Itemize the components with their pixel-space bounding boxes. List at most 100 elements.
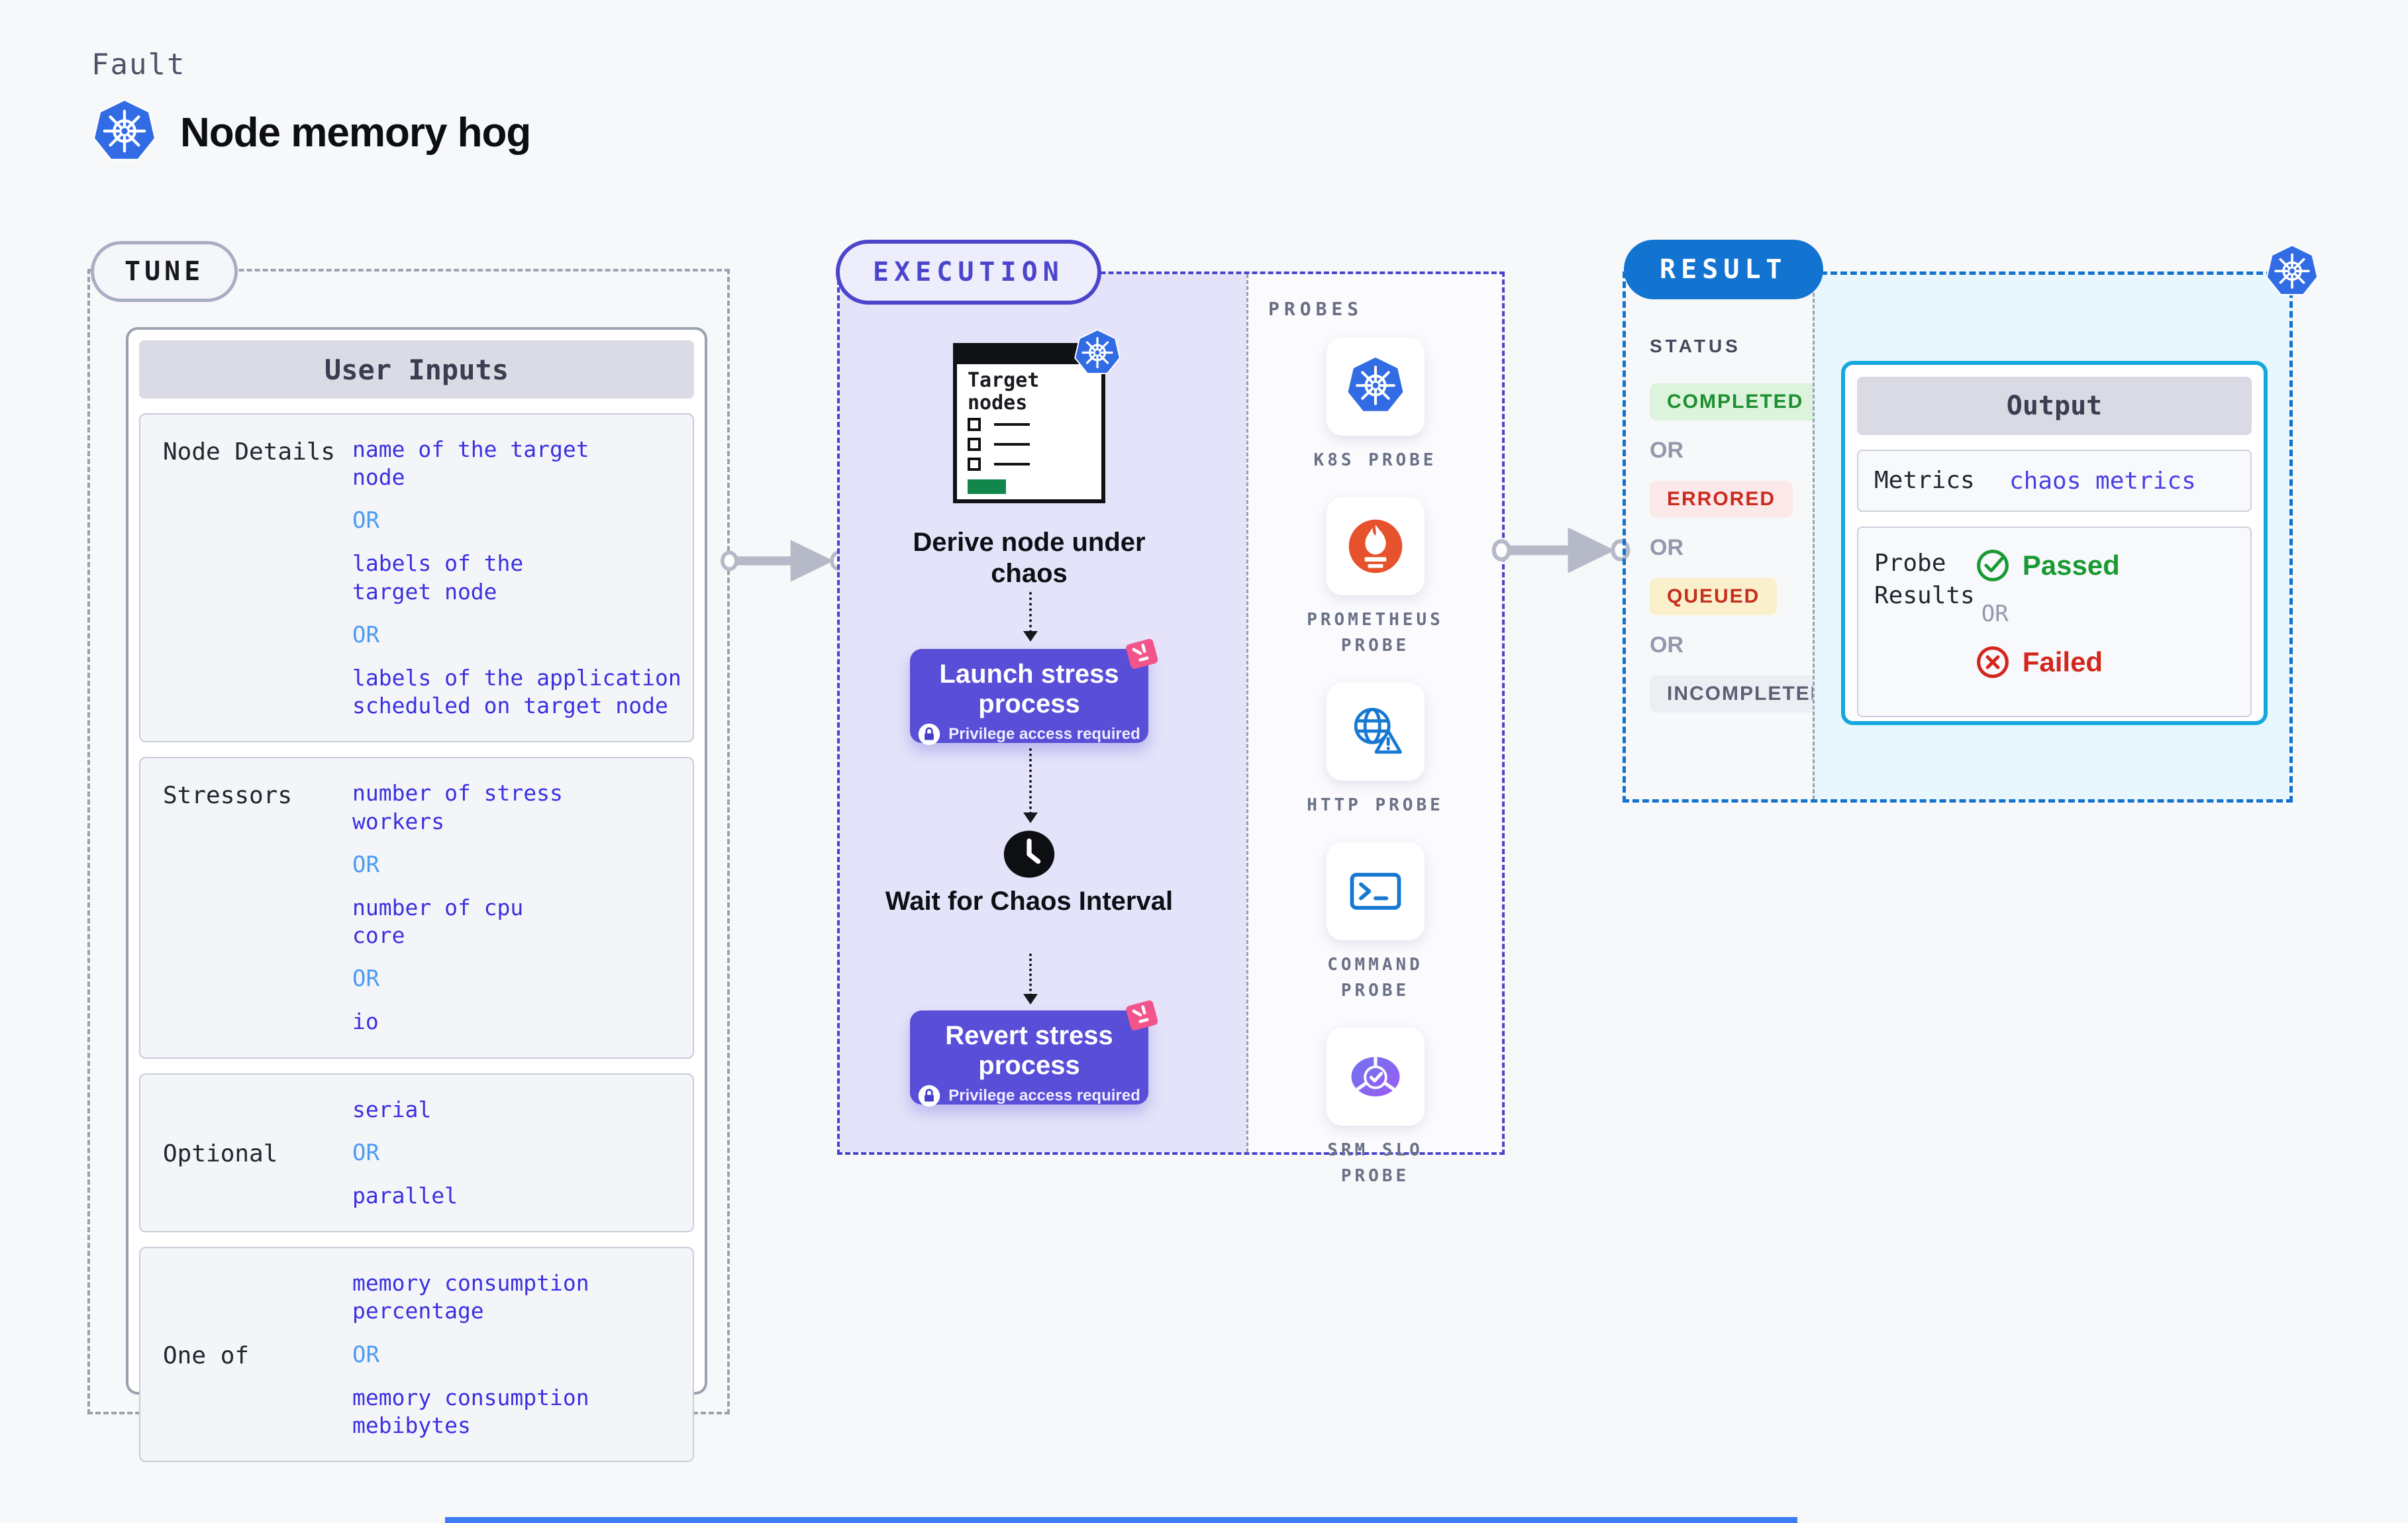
probe-label: COMMAND PROBE bbox=[1327, 955, 1423, 1001]
table-row: Stressors number of stress workers OR nu… bbox=[139, 757, 694, 1059]
table-row: One of memory consumption percentage OR … bbox=[139, 1247, 694, 1462]
status-badge-incompleted: INCOMPLETED bbox=[1650, 675, 1844, 712]
node-list-item bbox=[968, 434, 1101, 454]
checkbox-icon bbox=[968, 458, 981, 471]
launch-stress-step: Launch stress process Privilege access r… bbox=[910, 649, 1148, 743]
privilege-note: Privilege access required bbox=[948, 1086, 1140, 1105]
table-row: Optional serial OR parallel bbox=[139, 1073, 694, 1233]
execution-flow: Target nodes Derive node under chaos Lau… bbox=[840, 274, 1246, 1152]
or-separator: OR bbox=[352, 965, 379, 993]
checkbox-icon bbox=[968, 438, 981, 451]
target-nodes-window: Target nodes bbox=[953, 343, 1105, 503]
tune-panel: User Inputs Node Details name of the tar… bbox=[87, 269, 730, 1462]
probe-card bbox=[1326, 1028, 1425, 1126]
row-values: number of stress workers OR number of cp… bbox=[352, 779, 693, 1036]
command-terminal-icon bbox=[1344, 860, 1407, 923]
row-label: Node Details bbox=[163, 438, 336, 466]
derive-step-label: Derive node under chaos bbox=[913, 528, 1146, 589]
or-separator: OR bbox=[1650, 535, 1683, 560]
x-circle-icon bbox=[1975, 644, 2011, 680]
failed-result: Failed bbox=[1975, 644, 2120, 680]
step-title: Revert stress process bbox=[945, 1021, 1113, 1080]
probe-card bbox=[1326, 842, 1425, 940]
pink-ribbon-icon bbox=[1119, 997, 1159, 1037]
row-value: io bbox=[352, 1008, 379, 1035]
list-line bbox=[994, 463, 1030, 466]
row-value: memory consumption percentage bbox=[352, 1270, 589, 1324]
status-badge-queued: QUEUED bbox=[1650, 578, 1778, 615]
wait-step-label: Wait for Chaos Interval bbox=[885, 887, 1174, 916]
node-list-item bbox=[968, 415, 1101, 434]
tune-badge: TUNE bbox=[91, 241, 238, 302]
http-globe-icon bbox=[1344, 700, 1407, 763]
metrics-value: chaos metrics bbox=[2009, 467, 2196, 495]
row-value: labels of the application scheduled on t… bbox=[352, 664, 681, 719]
row-label: Optional bbox=[163, 1140, 278, 1168]
probe-results-row: Probe Results Passed OR Failed bbox=[1857, 526, 2252, 717]
status-badge-completed: COMPLETED bbox=[1650, 383, 1821, 420]
probes-title: PROBES bbox=[1268, 298, 1364, 320]
user-inputs-header: User Inputs bbox=[139, 340, 694, 399]
probe-card bbox=[1326, 497, 1425, 595]
result-badge: RESULT bbox=[1624, 240, 1823, 299]
list-line bbox=[994, 423, 1030, 426]
row-value: number of stress workers bbox=[352, 780, 563, 834]
pink-ribbon-icon bbox=[1119, 636, 1159, 675]
metrics-label: Metrics bbox=[1874, 466, 1975, 494]
row-value: name of the target node bbox=[352, 436, 589, 491]
lock-icon bbox=[918, 723, 940, 746]
flow-arrow-icon bbox=[721, 530, 848, 592]
srm-slo-icon bbox=[1344, 1045, 1407, 1108]
row-label: Stressors bbox=[163, 782, 293, 810]
or-separator: OR bbox=[1981, 601, 2009, 627]
privilege-note: Privilege access required bbox=[948, 724, 1140, 743]
fault-title-row: Node memory hog bbox=[90, 98, 531, 167]
row-value: parallel bbox=[352, 1182, 458, 1208]
kubernetes-icon bbox=[2264, 244, 2321, 301]
result-panel: STATUS COMPLETED OR ERRORED OR QUEUED OR… bbox=[1623, 271, 2293, 803]
row-value: number of cpu core bbox=[352, 894, 524, 949]
probe-label: PROMETHEUS PROBE bbox=[1307, 610, 1444, 656]
table-row: Node Details name of the target node OR … bbox=[139, 413, 694, 743]
flow-arrow-icon bbox=[1490, 519, 1632, 581]
kubernetes-icon bbox=[1072, 328, 1123, 379]
or-separator: OR bbox=[352, 1139, 379, 1166]
status-title: STATUS bbox=[1650, 336, 1741, 356]
row-values: name of the target node OR labels of the… bbox=[352, 436, 693, 720]
or-separator: OR bbox=[352, 621, 379, 648]
checkbox-icon bbox=[968, 418, 981, 431]
output-header: Output bbox=[1857, 377, 2252, 435]
revert-stress-step: Revert stress process Privilege access r… bbox=[910, 1010, 1148, 1105]
probes-column: PROBES K8S PROBE PROMETHEUS PROBE HTTP P… bbox=[1246, 274, 1502, 1186]
or-separator: OR bbox=[352, 507, 379, 534]
row-value: serial bbox=[352, 1096, 432, 1122]
metrics-row: Metrics chaos metrics bbox=[1857, 450, 2252, 512]
row-value: memory consumption mebibytes bbox=[352, 1384, 589, 1438]
execution-panel: Target nodes Derive node under chaos Lau… bbox=[837, 271, 1505, 1186]
passed-result: Passed bbox=[1975, 548, 2120, 583]
execution-badge: EXECUTION bbox=[836, 240, 1101, 305]
probe-label: HTTP PROBE bbox=[1307, 795, 1444, 815]
check-circle-icon bbox=[1975, 548, 2011, 583]
or-separator: OR bbox=[352, 1341, 379, 1368]
probe-card bbox=[1326, 338, 1425, 436]
passed-label: Passed bbox=[2022, 550, 2120, 581]
or-separator: OR bbox=[352, 851, 379, 878]
kubernetes-icon bbox=[90, 98, 159, 167]
output-box: Output Metrics chaos metrics Probe Resul… bbox=[1841, 361, 2268, 725]
bottom-accent-bar bbox=[445, 1517, 1797, 1523]
dotted-arrow-icon bbox=[1023, 592, 1038, 642]
step-title: Launch stress process bbox=[939, 660, 1119, 718]
row-values: memory consumption percentage OR memory … bbox=[352, 1269, 693, 1440]
green-button-shape bbox=[968, 479, 1006, 494]
page-title: Node memory hog bbox=[180, 109, 531, 156]
row-value: labels of the target node bbox=[352, 550, 524, 605]
window-title: Target nodes bbox=[968, 369, 1040, 415]
probe-results-label: Probe Results bbox=[1874, 550, 1975, 609]
lock-icon bbox=[918, 1085, 940, 1107]
list-line bbox=[994, 443, 1030, 446]
output-area: Output Metrics chaos metrics Probe Resul… bbox=[1813, 275, 2289, 799]
probe-card bbox=[1326, 683, 1425, 781]
dotted-arrow-icon bbox=[1023, 954, 1038, 1005]
